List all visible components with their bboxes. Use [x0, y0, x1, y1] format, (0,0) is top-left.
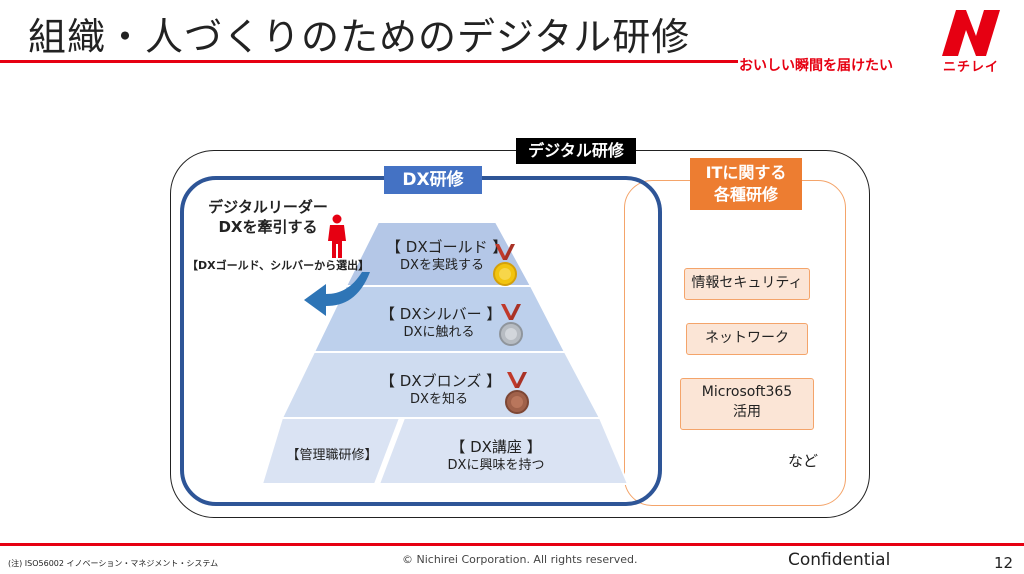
it-item-microsoft365: Microsoft365 活用 — [680, 378, 814, 430]
gold-sub: DXを実践する — [400, 258, 484, 273]
curved-arrow-icon — [304, 272, 370, 316]
page-title: 組織・人づくりのためのデジタル研修 — [28, 15, 691, 59]
pyramid-gold-label: 【 DXゴールド 】 DXを実践する — [386, 238, 508, 275]
footer-note: (注) ISO56002 イノベーション・マネジメント・システム — [8, 559, 219, 568]
manager-training-label: 【管理職研修】 — [286, 448, 378, 463]
it-training-label: ITに関する 各種研修 — [690, 158, 802, 210]
leader-line2: DXを牽引する — [218, 218, 318, 236]
it-item3-line1: Microsoft365 — [701, 384, 793, 400]
dx-training-label: DX研修 — [384, 166, 482, 194]
pyramid-course-label: 【 DX講座 】 DXに興味を持つ — [436, 438, 556, 475]
it-label-line1: ITに関する — [705, 163, 787, 182]
digital-leader-text: デジタルリーダー DXを牽引する — [198, 197, 338, 237]
gold-medal-icon — [493, 244, 517, 286]
copyright-text: © Nichirei Corporation. All rights reser… — [402, 553, 638, 566]
confidential-label: Confidential — [788, 550, 891, 570]
silver-medal-icon — [499, 304, 523, 346]
silver-sub: DXに触れる — [403, 325, 475, 340]
title-underline — [0, 60, 738, 63]
nichirei-logo-icon — [942, 10, 1000, 56]
pyramid-bronze-label: 【 DXブロンズ 】 DXを知る — [380, 372, 502, 409]
it-item3-line2: 活用 — [733, 404, 761, 420]
course-head: 【 DX講座 】 — [450, 438, 542, 456]
footer-rule — [0, 543, 1024, 546]
it-item-security: 情報セキュリティ — [684, 268, 810, 300]
it-label-line2: 各種研修 — [713, 185, 778, 204]
page-number: 12 — [994, 554, 1014, 572]
bronze-head: 【 DXブロンズ 】 — [380, 372, 502, 390]
leader-selection-note: 【DXゴールド、シルバーから選出】 — [187, 259, 370, 272]
bronze-medal-icon — [505, 372, 529, 414]
silver-head: 【 DXシルバー 】 — [380, 305, 502, 323]
person-icon — [328, 214, 346, 258]
pyramid-silver-label: 【 DXシルバー 】 DXに触れる — [380, 305, 502, 342]
digital-training-label: デジタル研修 — [516, 138, 636, 164]
leader-line1: デジタルリーダー — [208, 198, 328, 216]
gold-head: 【 DXゴールド 】 — [386, 238, 508, 256]
it-etc-text: など — [788, 452, 819, 470]
course-sub: DXに興味を持つ — [447, 458, 545, 473]
logo-text: ニチレイ — [942, 60, 999, 75]
bronze-sub: DXを知る — [410, 392, 468, 407]
tagline: おいしい瞬間を届けたい — [739, 58, 893, 74]
it-item-network: ネットワーク — [686, 323, 808, 355]
